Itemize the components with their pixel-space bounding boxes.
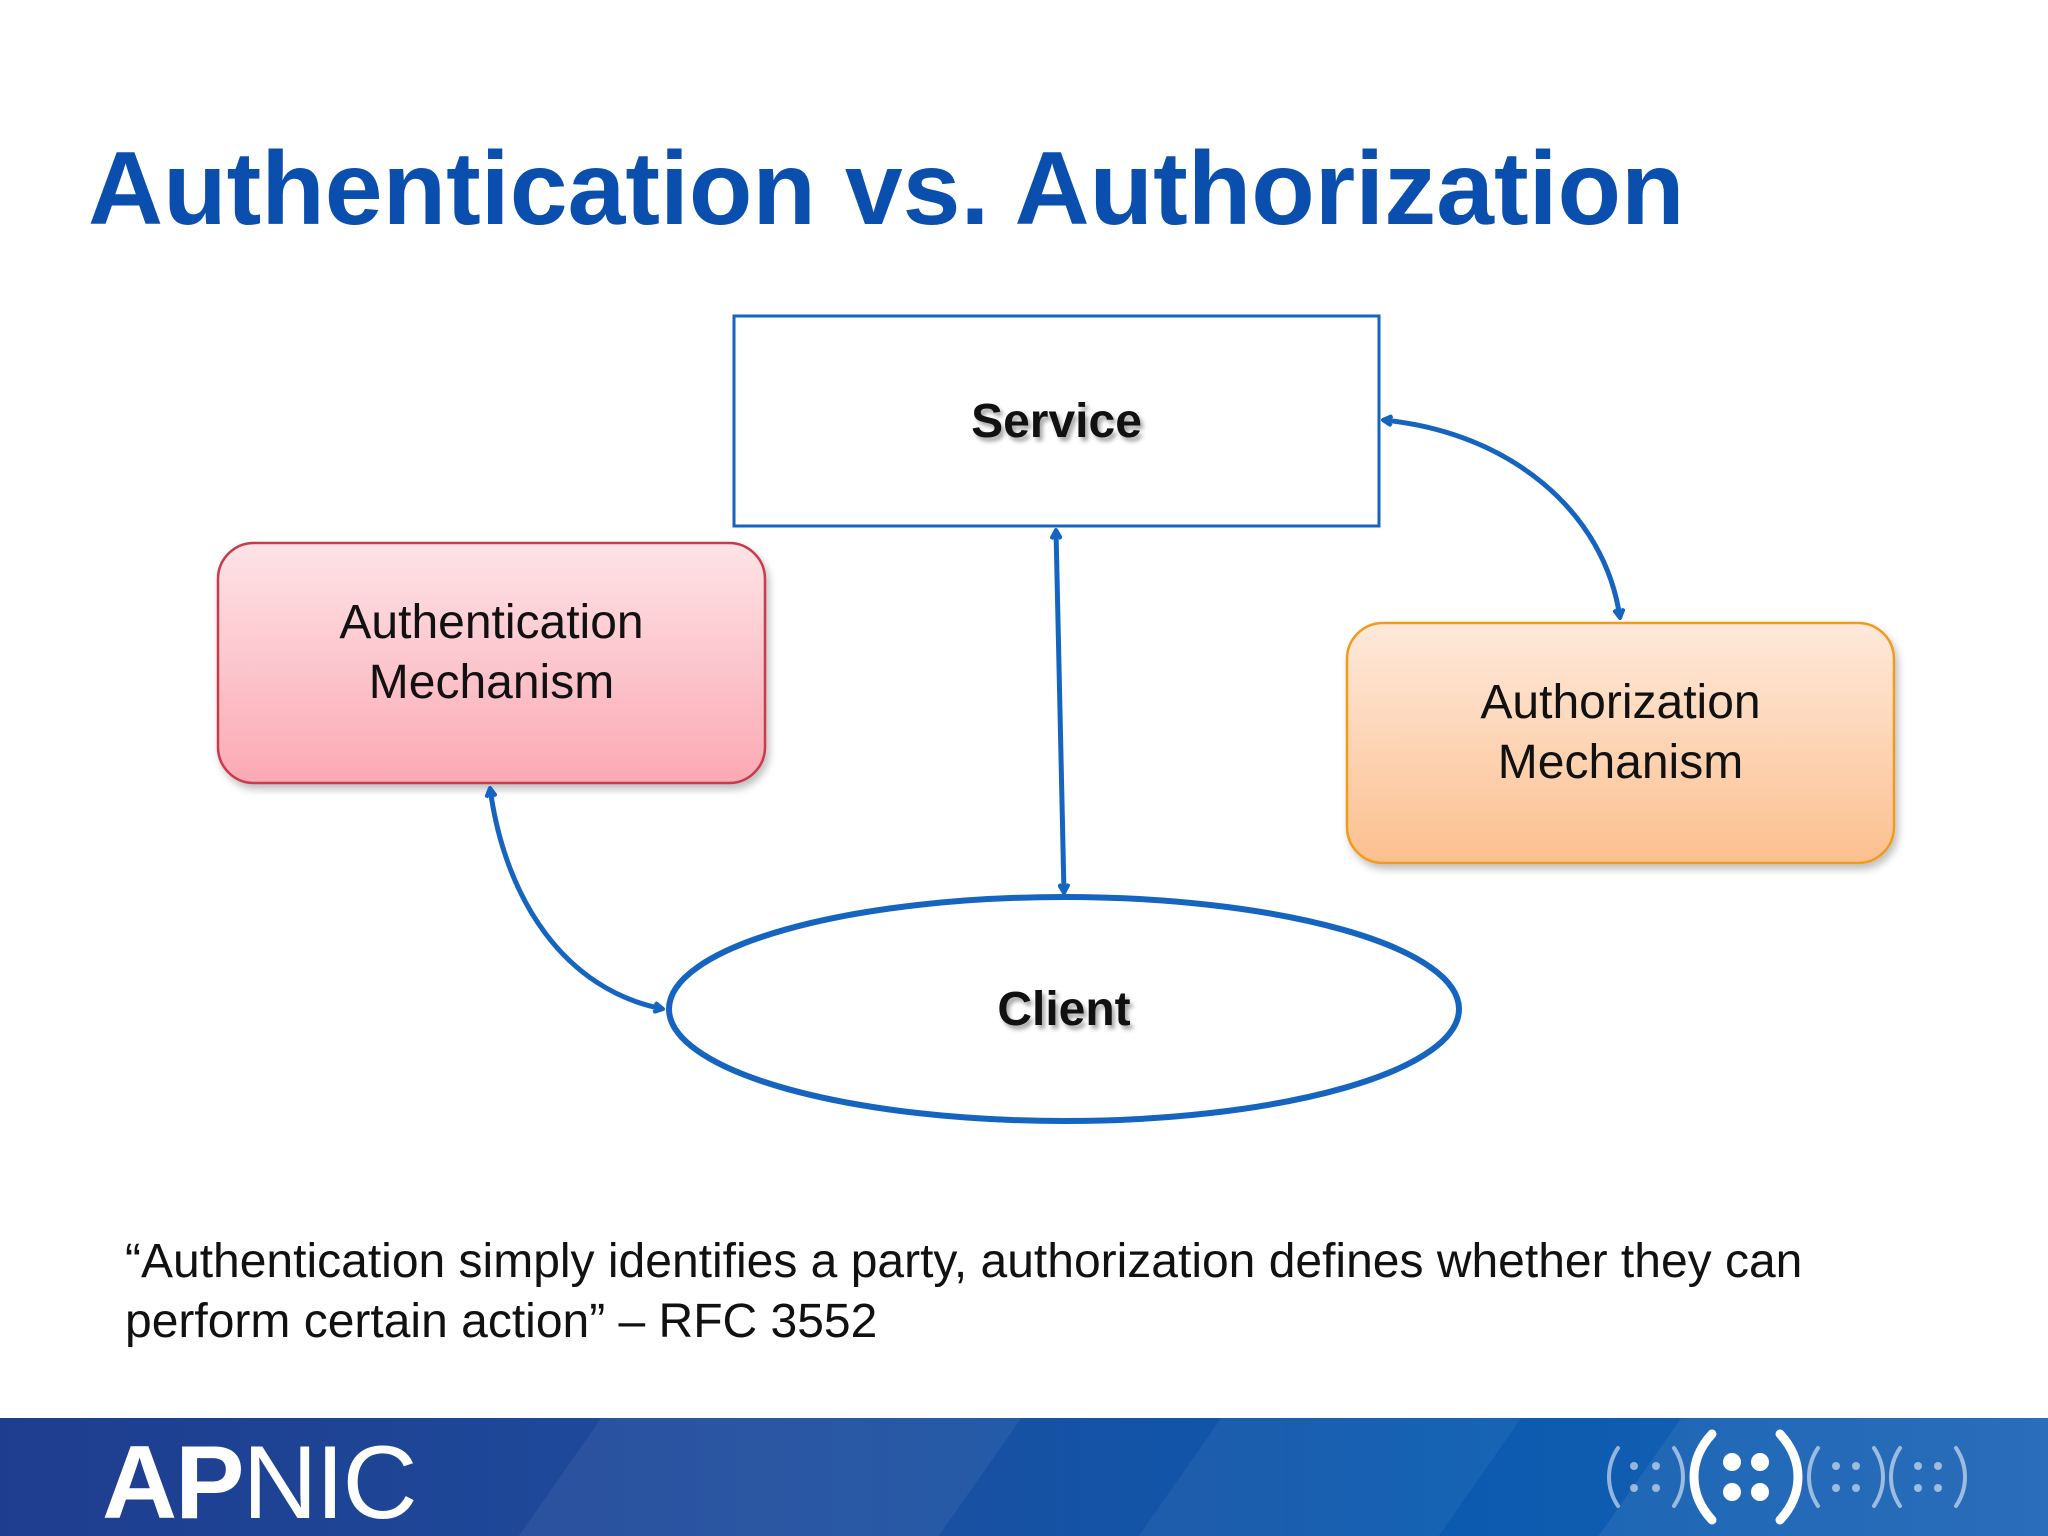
footer-stripe	[518, 1418, 1022, 1536]
footer-stripe	[1138, 1418, 1522, 1536]
authentication-mechanism-label: Authentication Mechanism	[218, 543, 765, 783]
apnic-logo: APNIC	[102, 1424, 418, 1536]
service-label-text: Service	[971, 394, 1142, 448]
authorization-mechanism-box	[1345, 621, 1896, 865]
service-authorization-connector	[1383, 420, 1620, 618]
authentication-label-line1: Authentication	[339, 596, 644, 649]
quote-line-2: perform certain action” – RFC 3552	[125, 1295, 878, 1348]
client-label-text: Client	[997, 982, 1131, 1036]
authorization-mechanism-label: Authorization Mechanism	[1347, 623, 1894, 863]
client-label: Client	[669, 897, 1459, 1121]
client-ellipse	[666, 894, 1462, 1124]
service-label: Service	[734, 316, 1379, 526]
authentication-client-connector	[490, 788, 663, 1009]
slide-title: Authentication vs. Authorization	[88, 131, 1685, 247]
authorization-label-line1: Authorization	[1480, 676, 1761, 729]
service-client-connector	[1056, 530, 1064, 893]
quote-line-1: “Authentication simply identifies a part…	[125, 1235, 1803, 1288]
apnic-logo-regular: NIC	[242, 1425, 417, 1536]
rfc-quote: “Authentication simply identifies a part…	[125, 1232, 1985, 1352]
apnic-braille-mark-icon	[1607, 1429, 1967, 1525]
footer-banner: APNIC	[0, 1418, 2048, 1536]
apnic-logo-bold: AP	[102, 1425, 244, 1536]
authentication-mechanism-box	[216, 541, 767, 785]
authorization-label-line2: Mechanism	[1497, 736, 1744, 789]
service-box	[732, 314, 1381, 528]
authentication-label-line2: Mechanism	[368, 656, 615, 709]
